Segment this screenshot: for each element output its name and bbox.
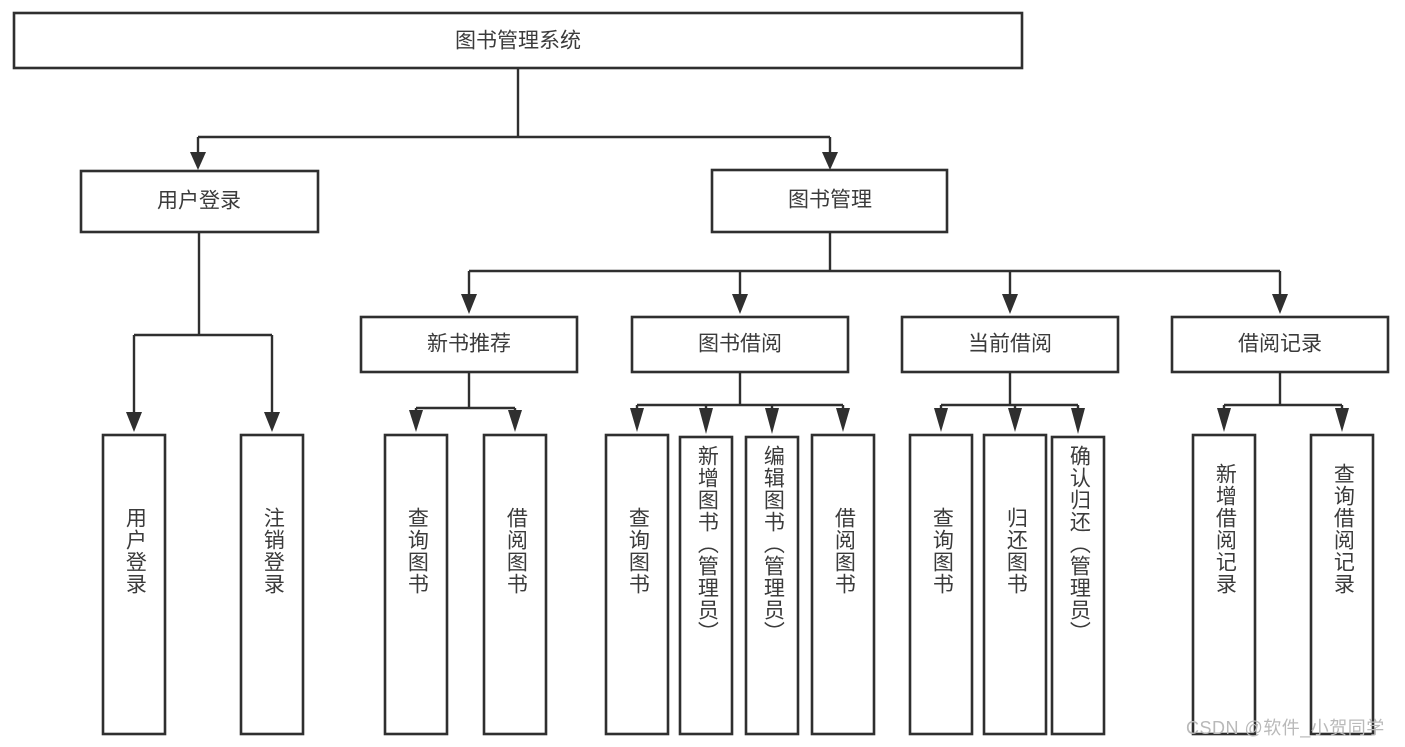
node-current-borrow-box[interactable]: [900, 315, 1120, 374]
leaf-box-borrow-query-book[interactable]: [604, 433, 670, 736]
leaf-box-record-query-record[interactable]: [1309, 433, 1375, 736]
arrowhead-newbook-query: [409, 410, 423, 432]
node-user-login-box[interactable]: [79, 169, 320, 234]
node-book-borrow[interactable]: 图书借阅: [630, 315, 850, 374]
arrowhead-book-mgmt: [822, 152, 838, 170]
arrowhead-leaf-user-login: [126, 412, 142, 432]
node-borrow-record-box[interactable]: [1170, 315, 1390, 374]
leaf-box-logout[interactable]: [239, 433, 305, 736]
arrowhead-newbook-borrow: [508, 410, 522, 432]
leaf-box-borrow-edit-book-admin[interactable]: [744, 435, 800, 736]
leaf-box-current-return-book[interactable]: [982, 433, 1048, 736]
node-book-management-label: 图书管理: [788, 189, 872, 212]
node-root[interactable]: 图书管理系统: [12, 11, 1024, 70]
arrowhead-newbook: [461, 294, 477, 314]
arrowhead-current: [1002, 294, 1018, 314]
arrowhead-current-confirm: [1071, 408, 1085, 434]
node-book-management[interactable]: 图书管理: [710, 168, 949, 234]
arrowhead-record-query: [1335, 408, 1349, 432]
arrowhead-current-return: [1008, 408, 1022, 432]
arrowhead-borrow-query: [630, 408, 644, 432]
leaf-box-current-confirm-return-admin[interactable]: [1050, 435, 1106, 736]
leaf-box-newbook-borrow-book[interactable]: [482, 433, 548, 736]
leaf-box-current-query-book[interactable]: [908, 433, 974, 736]
leaf-box-newbook-query-book[interactable]: [383, 433, 449, 736]
arrowhead-borrow-edit: [765, 408, 779, 434]
node-book-management-box[interactable]: [710, 168, 949, 234]
leaf-box-borrow-lend-book[interactable]: [810, 433, 876, 736]
arrowhead-borrow-add: [699, 408, 713, 434]
arrowhead-record-add: [1217, 408, 1231, 432]
leaf-box-record-add-record[interactable]: [1191, 433, 1257, 736]
node-borrow-record[interactable]: 借阅记录: [1170, 315, 1390, 374]
csdn-watermark: CSDN @软件_小贺同学: [1186, 718, 1385, 738]
node-user-login-label: 用户登录: [157, 190, 241, 213]
arrowhead-current-query: [934, 408, 948, 432]
node-new-book-recommend-label: 新书推荐: [427, 333, 511, 356]
arrowhead-record: [1272, 294, 1288, 314]
node-book-borrow-label: 图书借阅: [698, 333, 782, 356]
node-borrow-record-label: 借阅记录: [1238, 333, 1322, 356]
arrowhead-borrow-lend: [836, 408, 850, 432]
leaf-box-layer: [101, 433, 1375, 736]
connector-layer: [126, 68, 1349, 434]
arrowhead-borrow: [732, 294, 748, 314]
arrowhead-leaf-logout: [264, 412, 280, 432]
node-root-label: 图书管理系统: [455, 30, 581, 53]
arrowhead-user-login: [190, 152, 206, 170]
node-root-box[interactable]: [12, 11, 1024, 70]
node-current-borrow[interactable]: 当前借阅: [900, 315, 1120, 374]
node-user-login[interactable]: 用户登录: [79, 169, 320, 234]
leaf-box-borrow-add-book-admin[interactable]: [678, 435, 734, 736]
leaf-box-user-login[interactable]: [101, 433, 167, 736]
node-new-book-recommend[interactable]: 新书推荐: [359, 315, 579, 374]
node-book-borrow-box[interactable]: [630, 315, 850, 374]
node-new-book-recommend-box[interactable]: [359, 315, 579, 374]
node-current-borrow-label: 当前借阅: [968, 333, 1052, 356]
